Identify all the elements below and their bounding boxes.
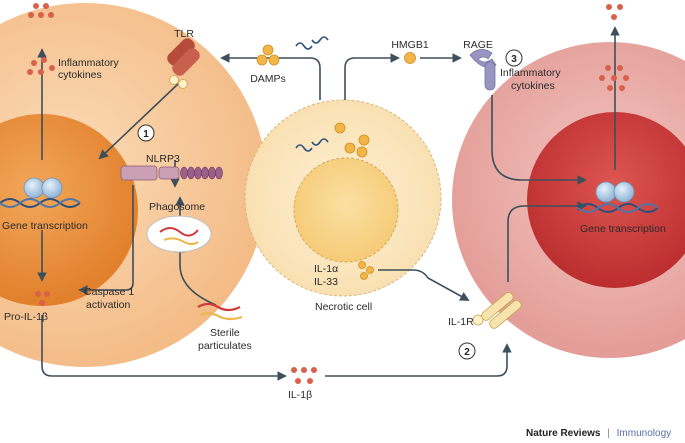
- arrow-tlr-to-nucleus: [98, 83, 179, 160]
- nlrp3-inflammasome-icon: [120, 165, 223, 181]
- dna-fragment-top-icon: [295, 36, 329, 50]
- step-2-badge: 2: [458, 342, 476, 360]
- phagosome-icon: [146, 215, 212, 253]
- arrow-il1a-to-il1r: [378, 269, 470, 301]
- right-inflammatory-line1: Inflammatory: [500, 67, 561, 79]
- dna-fragment-necrotic-icon: [295, 138, 329, 152]
- arrow-to-il1b-release: [41, 315, 287, 381]
- caspase-label-line1: Caspase 1: [84, 286, 134, 298]
- arrow-caspase-activation: [78, 185, 134, 295]
- right-top-cytokines: [606, 4, 623, 20]
- tlr-receptor-icon: [167, 38, 200, 89]
- left-nucleus: [0, 114, 138, 306]
- il1b-dots: [291, 367, 317, 384]
- left-gene-transcription-label: Gene transcription: [2, 220, 88, 232]
- left-inflammatory-line2: cytokines: [58, 69, 102, 81]
- il1b-label: IL-1β: [288, 389, 312, 401]
- arrow-rage-to-nucleus: [491, 95, 587, 185]
- pro-il1b-dots: [35, 291, 50, 306]
- footer-section: Immunology: [617, 428, 671, 439]
- phagosome-label: Phagosome: [149, 201, 205, 213]
- dna-helix-right-icon: [577, 181, 659, 213]
- left-inflammatory-line1: Inflammatory: [58, 57, 119, 69]
- il1a-label: IL-1α: [314, 263, 338, 275]
- il1a-il33-dots: [358, 261, 374, 280]
- right-gene-transcription-label: Gene transcription: [580, 223, 666, 235]
- arrow-il1r-to-nucleus: [507, 201, 587, 282]
- damps-label: DAMPs: [250, 73, 286, 85]
- necrotic-damp-dots: [334, 122, 370, 158]
- hmgb1-label: HMGB1: [391, 39, 429, 51]
- arrow-particulates-to-phagosome: [175, 243, 217, 306]
- right-inflammatory-line2: cytokines: [511, 80, 555, 92]
- necrotic-cell-label: Necrotic cell: [315, 301, 372, 313]
- necrotic-nucleus: [293, 157, 399, 263]
- pro-il1b-label: Pro-IL-1β: [4, 311, 48, 323]
- footer-credit: Nature Reviews | Immunology: [526, 428, 671, 439]
- step-3-badge: 3: [505, 49, 523, 67]
- tlr-label: TLR: [174, 28, 194, 40]
- arrow-il1b-to-il1r: [325, 343, 512, 377]
- left-top-cytokines: [28, 3, 54, 18]
- damps-dots: [256, 44, 280, 66]
- il1r-receptor-icon: [472, 291, 522, 329]
- svg-text:2: 2: [464, 347, 470, 358]
- right-inside-cytokines: [599, 65, 629, 91]
- il33-label: IL-33: [314, 276, 338, 288]
- sterile-particulates-icon: [197, 302, 243, 321]
- step-1-badge: 1: [137, 124, 155, 142]
- rage-receptor-icon: [469, 49, 497, 91]
- hmgb1-dot: [404, 52, 416, 64]
- footer-separator: |: [607, 428, 610, 439]
- arrow-to-damps: [220, 53, 321, 100]
- footer-journal: Nature Reviews: [526, 428, 601, 439]
- sterile-label-line1: Sterile: [210, 327, 240, 339]
- caspase-label-line2: activation: [86, 299, 131, 311]
- left-inside-cytokines: [27, 57, 55, 75]
- dna-helix-left-icon: [0, 177, 81, 208]
- svg-text:1: 1: [143, 129, 149, 140]
- arrow-to-hmgb1: [344, 53, 400, 100]
- sterile-label-line2: particulates: [198, 340, 252, 352]
- rage-label: RAGE: [463, 39, 493, 51]
- nlrp3-label: NLRP3: [146, 153, 180, 165]
- svg-text:3: 3: [511, 54, 517, 65]
- il1r-label: IL-1R: [448, 316, 474, 328]
